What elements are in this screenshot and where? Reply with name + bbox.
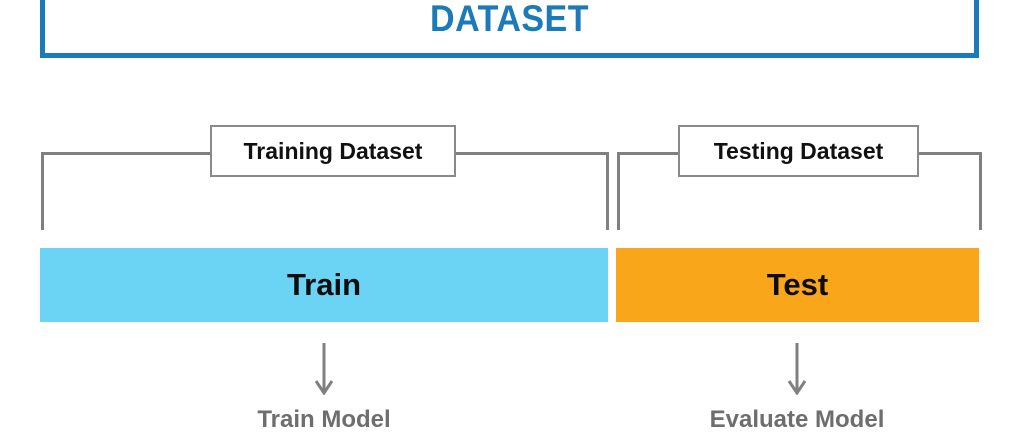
testing-bracket-left-horizontal — [617, 152, 681, 155]
evaluate-model-label: Evaluate Model — [709, 406, 885, 433]
training-bracket-right-horizontal — [453, 152, 609, 155]
testing-bracket-right-vertical — [979, 152, 982, 230]
train-model-label: Train Model — [257, 406, 391, 433]
test-down-arrow-icon — [786, 343, 808, 396]
testing-bracket-left-vertical — [617, 152, 620, 230]
training-bracket-left-horizontal — [41, 152, 213, 155]
training-bracket-left-vertical — [41, 152, 44, 230]
train-down-arrow-icon — [313, 343, 335, 396]
testing-bracket-right-horizontal — [916, 152, 982, 155]
test-bar: Test — [616, 248, 979, 322]
dataset-title: DATASET — [430, 0, 589, 39]
training-dataset-box: Training Dataset — [210, 125, 456, 177]
dataset-banner-box — [40, 0, 979, 58]
train-bar: Train — [40, 248, 608, 322]
training-bracket-right-vertical — [606, 152, 609, 230]
testing-dataset-box: Testing Dataset — [678, 125, 919, 177]
